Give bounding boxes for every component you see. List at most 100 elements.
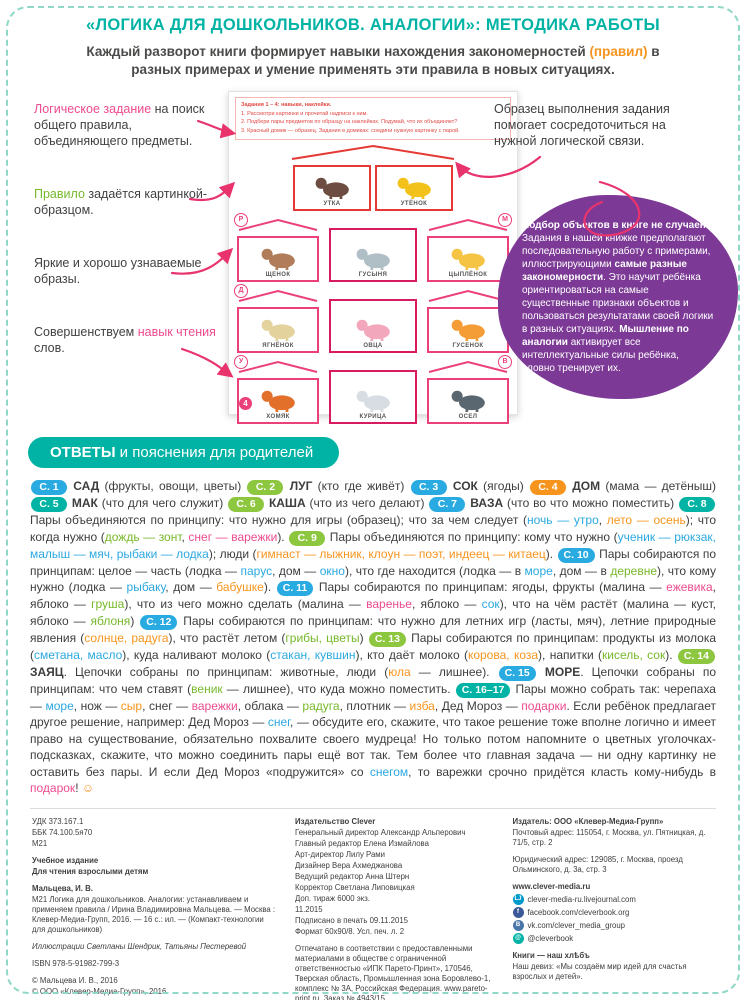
- text-run: ЗАЯЦ: [30, 664, 64, 679]
- text-run: (мама — детёныш): [600, 479, 717, 494]
- text-run: сыр: [120, 698, 143, 713]
- text-run: ВАЗА: [470, 496, 504, 511]
- page-ref-badge: С. 14: [677, 648, 715, 664]
- text-run: , облака —: [237, 698, 303, 713]
- text-run: деревне: [610, 563, 658, 578]
- page-ref-badge: С. 3: [410, 480, 447, 496]
- text-run: СОК: [452, 479, 478, 494]
- text-run: Пары объединяются по принципу: кому что …: [326, 529, 618, 544]
- text-run: Пары собираются по принципам: продукты и…: [30, 630, 717, 662]
- imprint-line: Главный редактор Елена Измайлова: [295, 839, 429, 849]
- text-run: . Цепочки собраны по принципам: что чем …: [30, 664, 717, 696]
- text-run: дождь — зонт: [104, 529, 182, 544]
- intro-paragraph: Каждый разворот книги формирует навыки н…: [70, 43, 676, 79]
- task-line: 2. Подбери пары предметов по образцу на …: [241, 119, 458, 126]
- animal-icon: [451, 248, 485, 270]
- text-run: Задания в нашей книжке предполагают посл…: [522, 233, 711, 271]
- animal-icon: [356, 319, 390, 341]
- page-ref-badge: С. 13: [368, 631, 406, 647]
- imprint-line: Для чтения взрослыми детям: [32, 867, 149, 877]
- text-run: Подбор объектов в книге не случаен.: [522, 220, 709, 232]
- annotation-note: Яркие и хорошо узнаваемые образы.: [34, 255, 216, 287]
- letter-badge: Р: [234, 212, 248, 227]
- text-run: варежки: [191, 698, 238, 713]
- page-ref-badge: С. 15: [498, 665, 536, 681]
- task-instructions: Задания 1 – 4: навыки, наклейки.1. Рассм…: [235, 97, 511, 140]
- imprint-line: © Мальцева И. В., 2016: [32, 976, 118, 985]
- task-line: Задания 1 – 4: навыки, наклейки.: [241, 102, 332, 109]
- animal-card: ХОМЯК: [237, 377, 319, 424]
- page-ref-badge: С. 11: [276, 581, 314, 597]
- text-run: [537, 665, 545, 679]
- animal-card: ЩЕНОК: [237, 235, 319, 282]
- text-run: (что для чего служит): [97, 496, 228, 511]
- answers-header-rest: и пояснения для родителей: [115, 444, 314, 462]
- text-run: ): [359, 630, 368, 645]
- analogy-rows: РЩЕНОКГУСЫНЯМЦЫПЛЁНОКДЯГНЁНОКОВЦАГГУСЕНО…: [234, 212, 512, 424]
- animal-label: ГУСЫНЯ: [358, 271, 388, 278]
- animal-sample-card: КУРИЦА: [329, 369, 417, 424]
- animal-card: ЦЫПЛЁНОК: [427, 235, 509, 282]
- animal-card: ЯГНЁНОК: [237, 306, 319, 353]
- text-run: ,: [598, 513, 607, 528]
- text-run: Правило: [34, 187, 85, 202]
- imprint-line: Доп. тираж 6000 экз.: [295, 894, 370, 904]
- text-run: !: [75, 780, 82, 795]
- house-roof-icon: [428, 218, 508, 231]
- imprint-line: ISBN 978-5-91982-799-3: [32, 959, 120, 969]
- imprint-line: © ООО «Клевер-Медиа-Групп», 2016: [32, 986, 167, 996]
- animal-icon: [261, 319, 295, 341]
- house-roof-icon: [238, 289, 318, 302]
- text-run: , Дед Мороз —: [434, 698, 522, 713]
- text-run: юла: [388, 664, 411, 679]
- text-run: ), что на чём растёт (малина — куст, ябл…: [30, 597, 716, 628]
- annotations-left: Логическое задание на поиск общего прави…: [34, 101, 216, 393]
- animal-icon: [451, 319, 485, 341]
- text-run: — лишнее), что куда можно поместить.: [222, 681, 455, 696]
- facebook-icon: f: [512, 907, 524, 919]
- house-roof-icon: [428, 360, 508, 373]
- text-run: ), кто даёт молоко (: [355, 647, 468, 662]
- text-run: море: [45, 698, 74, 713]
- text-run: , дом —: [165, 580, 217, 595]
- imprint-line: www.clever-media.ru: [512, 882, 591, 892]
- annotation-sample: Образец выполнения задания помогает соср…: [494, 101, 698, 149]
- page-ref-badge: С. 6: [228, 497, 265, 513]
- imprint-line: М21 Логика для дошкольников. Аналогии: у…: [32, 895, 276, 935]
- animal-icon: [356, 248, 390, 270]
- annotation-note: Совершенствуем навык чтения слов.: [34, 324, 216, 356]
- social-label: facebook.com/cleverbook.org: [527, 907, 630, 917]
- text-run: в разных примерах и умение применять эти…: [131, 44, 660, 78]
- animal-card: ГУСЕНОК: [427, 306, 509, 353]
- text-run: яблоня: [90, 613, 131, 628]
- text-run: ), что кому нужно (лодка —: [30, 563, 716, 595]
- task-line: 3. Красный домик — образец. Задания в до…: [241, 127, 460, 134]
- text-run: снег — варежки: [188, 529, 278, 544]
- text-run: . Если ребёнок предлагает другое решение…: [30, 698, 716, 730]
- animal-icon: [397, 177, 431, 199]
- text-run: ЛУГ: [289, 479, 313, 494]
- text-run: задаётся картинкой-образцом.: [34, 187, 208, 218]
- text-run: море: [524, 563, 553, 578]
- text-run: бабушке: [216, 580, 264, 595]
- text-run: ); что когда нужно (: [30, 513, 717, 544]
- page-ref-badge: С. 5: [31, 497, 67, 513]
- animal-icon: [451, 390, 485, 412]
- animal-icon: [261, 390, 295, 412]
- animal-label: ЯГНЁНОК: [262, 342, 294, 349]
- text-run: на поиск общего правила, объединяющего п…: [34, 102, 205, 149]
- text-run: радуга: [302, 698, 340, 713]
- page-ref-badge: С. 4: [529, 480, 566, 496]
- imprint-line: Отпечатано в соответствии с предоставлен…: [295, 944, 491, 1000]
- page-ref-badge: С. 9: [289, 530, 326, 546]
- animal-house-card: Р ЩЕНОК: [234, 212, 319, 282]
- text-run: ).: [263, 580, 276, 595]
- answers-header: ОТВЕТЫ и пояснения для родителей: [28, 437, 340, 469]
